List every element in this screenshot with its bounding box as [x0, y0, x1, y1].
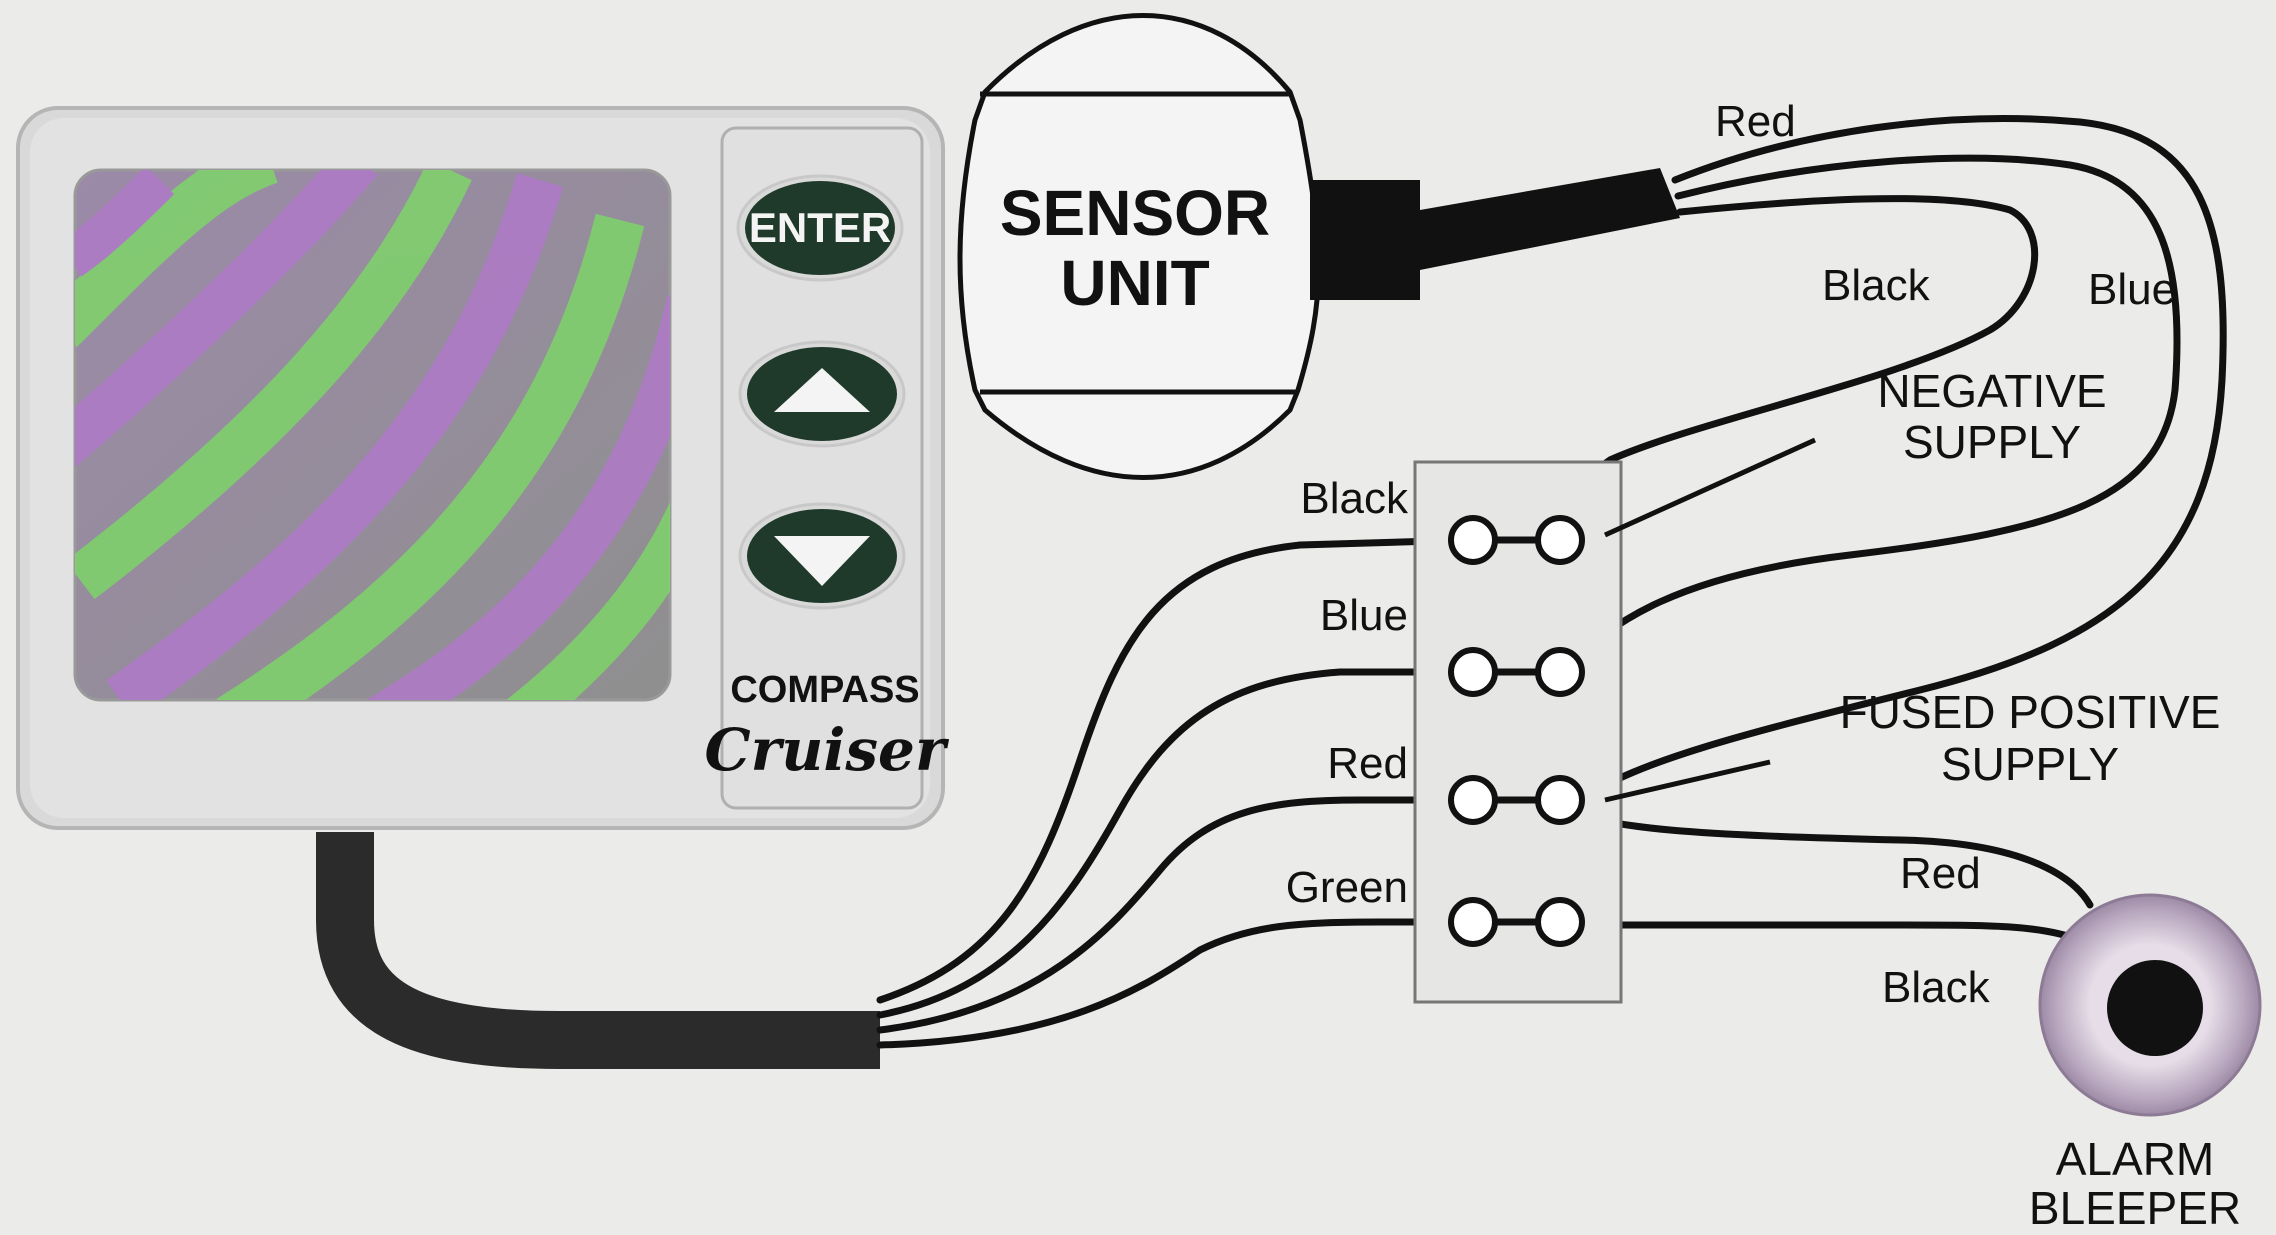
sensor-red-wire — [1576, 115, 2227, 804]
terminal-blue-left — [1448, 647, 1498, 697]
compass-red-wire — [876, 796, 1474, 1034]
sensor-blue-wire — [1556, 154, 2181, 679]
sensor-unit: SENSOR UNIT — [957, 13, 1321, 480]
brand-cruiser: Cruiser — [704, 716, 949, 784]
negative-supply-line2: SUPPLY — [1903, 416, 2081, 468]
bleeper-black-label: Black — [1882, 963, 1991, 1012]
display-screen — [73, 168, 672, 702]
terminal-blue-label: Blue — [1320, 591, 1408, 640]
compass-green-wire — [876, 918, 1474, 1049]
terminal-black-label: Black — [1300, 474, 1409, 523]
sensor-blue-label: Blue — [2088, 265, 2176, 314]
compass-cruiser-unit: ENTER COMPASS Cruiser — [16, 106, 950, 830]
sensor-black-wire — [1561, 195, 2039, 544]
triangle-up-icon — [774, 368, 870, 412]
sensor-connector — [1310, 168, 1680, 300]
enter-button-label: ENTER — [749, 204, 891, 251]
negative-supply-line1: NEGATIVE — [1877, 365, 2106, 417]
sensor-red-label: Red — [1715, 97, 1796, 146]
terminal-black-right — [1535, 515, 1585, 565]
down-button[interactable] — [738, 502, 906, 610]
positive-supply-line1: FUSED POSITIVE — [1840, 686, 2221, 738]
terminal-green-left — [1448, 897, 1498, 947]
main-cable — [316, 832, 880, 1069]
terminal-red-label: Red — [1327, 739, 1408, 788]
negative-supply-pointer — [1603, 437, 1817, 538]
positive-supply-pointer — [1604, 759, 1771, 803]
triangle-down-icon — [774, 536, 870, 586]
terminal-block — [1413, 460, 1623, 1004]
sensor-black-label: Black — [1822, 261, 1931, 310]
alarm-bleeper-line1: ALARM — [2056, 1133, 2214, 1185]
positive-supply-line2: SUPPLY — [1941, 738, 2119, 790]
up-button[interactable] — [738, 340, 906, 448]
sensor-unit-line1: SENSOR — [1000, 177, 1270, 249]
terminal-blue-right — [1535, 647, 1585, 697]
terminal-green-label: Green — [1286, 863, 1408, 912]
terminal-black-left — [1448, 515, 1498, 565]
compass-blue-wire — [876, 668, 1474, 1019]
bleeper-red-label: Red — [1900, 849, 1981, 898]
alarm-bleeper — [2038, 893, 2262, 1117]
terminal-green-right — [1535, 897, 1585, 947]
brand-compass: COMPASS — [730, 669, 919, 711]
sensor-unit-line2: UNIT — [1060, 247, 1209, 319]
compass-black-wire — [876, 536, 1474, 1004]
terminal-red-left — [1448, 775, 1498, 825]
bleeper-black-wire — [1556, 921, 2084, 944]
terminal-red-right — [1535, 775, 1585, 825]
alarm-bleeper-line2: BLEEPER — [2029, 1182, 2241, 1234]
wires — [876, 115, 2227, 1049]
bleeper-red-wire — [1556, 801, 2094, 909]
enter-button[interactable]: ENTER — [736, 174, 904, 282]
